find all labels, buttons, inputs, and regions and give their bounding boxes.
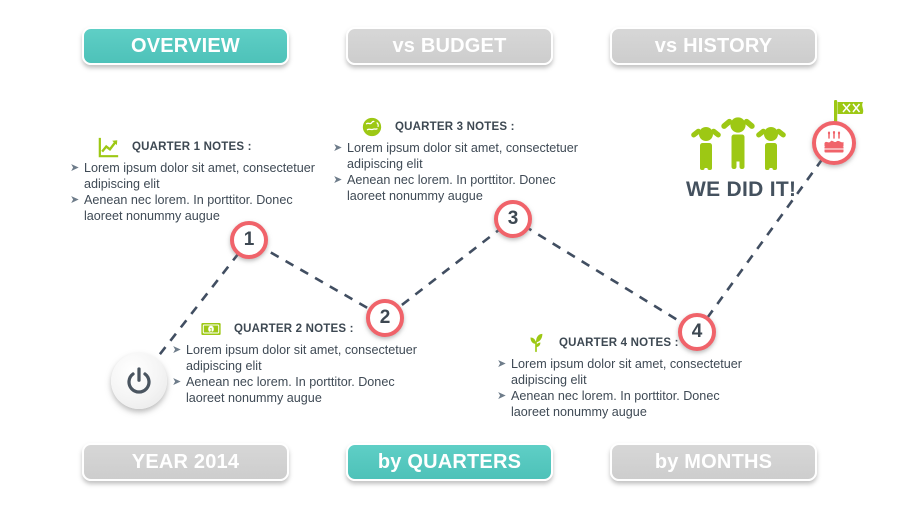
- leaf-icon: [530, 333, 543, 353]
- note-bullet: ➤ Aenean nec lorem. In porttitor. Donec l…: [172, 375, 434, 406]
- note-block-quarter-3: QUARTER 3 NOTES : ➤ Lorem ipsum dolor sit…: [333, 116, 595, 205]
- celebration-block: WE DID IT!: [686, 112, 806, 202]
- milestone-marker-4-label: 4: [691, 321, 703, 342]
- tab-year-2014-label: YEAR 2014: [131, 450, 240, 473]
- note-title-quarter-2: QUARTER 2 NOTES :: [234, 323, 354, 335]
- bullet-arrow-icon: ➤: [333, 142, 343, 154]
- growth-chart-icon: [98, 137, 119, 158]
- bullet-arrow-icon: ➤: [70, 194, 80, 206]
- note-bullet-text: Lorem ipsum dolor sit amet, consectetuer…: [84, 161, 315, 191]
- tab-vs-history[interactable]: vs HISTORY: [610, 27, 817, 65]
- note-header-quarter-1: QUARTER 1 NOTES :: [70, 136, 315, 158]
- tab-overview-label: OVERVIEW: [130, 34, 241, 57]
- milestone-marker-2[interactable]: 2: [366, 299, 404, 337]
- bullet-arrow-icon: ➤: [333, 174, 343, 186]
- milestone-marker-1[interactable]: 1: [230, 221, 268, 259]
- milestone-marker-3-label: 3: [507, 208, 519, 229]
- tab-vs-budget[interactable]: vs BUDGET: [346, 27, 553, 65]
- svg-text:1: 1: [209, 328, 212, 334]
- note-bullet: ➤ Lorem ipsum dolor sit amet, consectetue…: [70, 161, 315, 192]
- milestone-marker-4[interactable]: 4: [678, 313, 716, 351]
- tab-by-quarters-label: by QUARTERS: [377, 450, 522, 473]
- tab-vs-budget-label: vs BUDGET: [392, 34, 507, 57]
- milestone-marker-2-label: 2: [379, 307, 391, 328]
- note-bullet: ➤ Lorem ipsum dolor sit amet, consectetue…: [497, 357, 759, 388]
- tab-vs-history-label: vs HISTORY: [654, 34, 773, 57]
- note-title-quarter-1: QUARTER 1 NOTES :: [132, 141, 252, 153]
- note-list-quarter-3: ➤ Lorem ipsum dolor sit amet, consectetue…: [333, 141, 595, 204]
- tab-by-quarters[interactable]: by QUARTERS: [346, 443, 553, 481]
- note-bullet: ➤ Lorem ipsum dolor sit amet, consectetue…: [333, 141, 595, 172]
- bullet-arrow-icon: ➤: [172, 344, 182, 356]
- note-header-quarter-2: 1 QUARTER 2 NOTES :: [172, 318, 434, 340]
- note-bullet-text: Aenean nec lorem. In porttitor. Donec la…: [347, 173, 556, 203]
- celebration-label: WE DID IT!: [686, 178, 797, 201]
- note-bullet: ➤ Lorem ipsum dolor sit amet, consectetue…: [172, 343, 434, 374]
- note-bullet-text: Lorem ipsum dolor sit amet, consectetuer…: [511, 357, 742, 387]
- note-header-quarter-3: QUARTER 3 NOTES :: [333, 116, 595, 138]
- milestone-marker-3[interactable]: 3: [494, 200, 532, 238]
- tab-year-2014[interactable]: YEAR 2014: [82, 443, 289, 481]
- note-title-quarter-3: QUARTER 3 NOTES :: [395, 121, 515, 133]
- globe-icon: [362, 117, 382, 137]
- note-bullet-text: Aenean nec lorem. In porttitor. Donec la…: [186, 375, 395, 405]
- note-list-quarter-2: ➤ Lorem ipsum dolor sit amet, consectetue…: [172, 343, 434, 406]
- money-bill-icon: 1: [201, 323, 221, 335]
- power-icon: [127, 367, 151, 394]
- note-bullet: ➤ Aenean nec lorem. In porttitor. Donec l…: [497, 389, 759, 420]
- start-power-button[interactable]: [111, 353, 167, 409]
- note-block-quarter-2: 1 QUARTER 2 NOTES : ➤ Lorem ipsum dolor s…: [172, 318, 434, 407]
- tab-by-months-label: by MONTHS: [654, 450, 773, 473]
- goal-cake-marker[interactable]: [812, 121, 856, 165]
- bullet-arrow-icon: ➤: [497, 358, 507, 370]
- note-bullet-text: Lorem ipsum dolor sit amet, consectetuer…: [186, 343, 417, 373]
- tab-by-months[interactable]: by MONTHS: [610, 443, 817, 481]
- cheering-people-icon: [691, 117, 786, 170]
- note-bullet: ➤ Aenean nec lorem. In porttitor. Donec l…: [333, 173, 595, 204]
- tab-overview[interactable]: OVERVIEW: [82, 27, 289, 65]
- note-list-quarter-4: ➤ Lorem ipsum dolor sit amet, consectetue…: [497, 357, 759, 420]
- bullet-arrow-icon: ➤: [497, 390, 507, 402]
- birthday-cake-icon: [824, 131, 844, 153]
- dashed-progress-line: [137, 142, 836, 382]
- note-title-quarter-4: QUARTER 4 NOTES :: [559, 337, 679, 349]
- bullet-arrow-icon: ➤: [70, 162, 80, 174]
- note-block-quarter-1: QUARTER 1 NOTES : ➤ Lorem ipsum dolor sit…: [70, 136, 315, 225]
- note-bullet-text: Lorem ipsum dolor sit amet, consectetuer…: [347, 141, 578, 171]
- note-bullet-text: Aenean nec lorem. In porttitor. Donec la…: [84, 193, 293, 223]
- milestone-marker-1-label: 1: [243, 229, 255, 250]
- note-bullet-text: Aenean nec lorem. In porttitor. Donec la…: [511, 389, 720, 419]
- note-list-quarter-1: ➤ Lorem ipsum dolor sit amet, consectetue…: [70, 161, 315, 224]
- note-block-quarter-4: QUARTER 4 NOTES : ➤ Lorem ipsum dolor sit…: [497, 332, 759, 421]
- note-bullet: ➤ Aenean nec lorem. In porttitor. Donec l…: [70, 193, 315, 224]
- bullet-arrow-icon: ➤: [172, 376, 182, 388]
- note-header-quarter-4: QUARTER 4 NOTES :: [497, 332, 759, 354]
